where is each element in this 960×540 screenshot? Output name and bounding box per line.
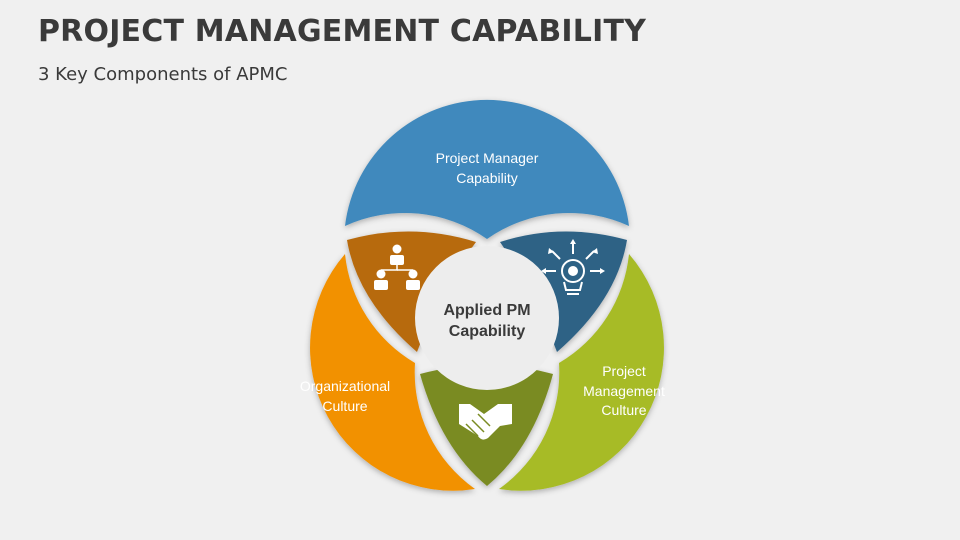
left-label-line1: Organizational bbox=[300, 378, 390, 394]
top-label-line2: Capability bbox=[456, 170, 517, 186]
organizational-culture-petal bbox=[310, 254, 475, 491]
handshake-icon bbox=[459, 404, 512, 440]
right-label-line1: Project bbox=[602, 363, 646, 379]
page-title: PROJECT MANAGEMENT CAPABILITY bbox=[38, 14, 647, 49]
right-label-line2: Management bbox=[583, 383, 665, 399]
page-subtitle: 3 Key Components of APMC bbox=[38, 64, 288, 85]
center-label-line1: Applied PM bbox=[443, 302, 530, 319]
right-label-line3: Culture bbox=[601, 402, 646, 418]
center-label-line2: Capability bbox=[449, 323, 526, 340]
project-manager-capability-petal bbox=[345, 99, 629, 240]
center-circle bbox=[415, 246, 559, 390]
left-label-line2: Culture bbox=[322, 398, 367, 414]
idea-gear-icon bbox=[541, 239, 605, 295]
project-management-culture-petal bbox=[499, 254, 664, 491]
team-hierarchy-icon bbox=[374, 244, 420, 290]
top-label-line1: Project Manager bbox=[436, 150, 539, 166]
